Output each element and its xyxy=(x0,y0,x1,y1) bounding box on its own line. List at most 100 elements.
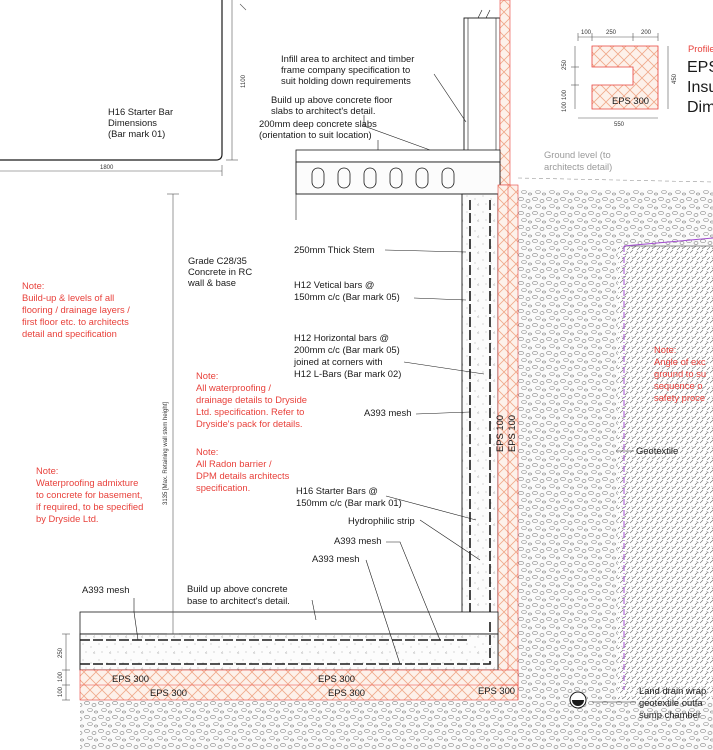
ground-level-label: Ground level (to architects detail) xyxy=(544,149,612,172)
svg-text:Note:: Note: xyxy=(196,370,218,381)
svg-text:(Bar mark 01): (Bar mark 01) xyxy=(108,128,165,139)
svg-text:Infill area to architect and t: Infill area to architect and timber xyxy=(281,53,414,64)
profile-dim-top-3: 200 xyxy=(641,30,652,36)
svg-text:H12 Horizontal bars @: H12 Horizontal bars @ xyxy=(294,332,389,343)
base-slab xyxy=(79,611,519,701)
svg-text:Ground level (to: Ground level (to xyxy=(544,149,611,160)
profile-dim-right: 450 xyxy=(672,73,678,84)
svg-text:if required, to be specified: if required, to be specified xyxy=(36,501,143,512)
svg-text:Note:: Note: xyxy=(654,344,676,355)
mesh-wall-label: A393 mesh xyxy=(364,407,411,418)
geotextile-label: Geotextile xyxy=(636,445,678,456)
svg-text:specification.: specification. xyxy=(196,482,250,493)
svg-text:150mm c/c (Bar mark 05): 150mm c/c (Bar mark 05) xyxy=(294,291,400,302)
note-admixture: Note: Waterproofing admixture to concret… xyxy=(36,465,143,524)
svg-text:sequence o: sequence o xyxy=(654,380,702,391)
svg-text:200mm deep concrete slabs: 200mm deep concrete slabs xyxy=(259,118,377,129)
svg-text:Note:: Note: xyxy=(22,280,44,291)
svg-text:wall & base: wall & base xyxy=(187,277,236,288)
svg-text:ground to su: ground to su xyxy=(654,368,706,379)
starter-bars-label: H16 Starter Bars @ 150mm c/c (Bar mark 0… xyxy=(296,485,402,508)
eps-base-2: EPS 300 xyxy=(318,673,355,684)
eps-base-1: EPS 300 xyxy=(112,673,149,684)
starter-dim-horizontal: 1800 xyxy=(100,165,114,171)
svg-text:geotextile outfa: geotextile outfa xyxy=(639,697,703,708)
svg-text:base to architect's detail.: base to architect's detail. xyxy=(187,595,290,606)
hydrophilic-label: Hydrophilic strip xyxy=(348,515,415,526)
svg-text:drainage details to Dryside: drainage details to Dryside xyxy=(196,394,307,405)
wall-height-dimension xyxy=(167,193,179,635)
profile-heading-2: Insu xyxy=(687,79,713,96)
svg-text:All waterproofing /: All waterproofing / xyxy=(196,382,271,393)
profile-dim-left-mid: 100 xyxy=(562,89,568,100)
stem-label: 250mm Thick Stem xyxy=(294,244,375,255)
base-dim-250: 250 xyxy=(58,647,64,658)
profile-dim-top-1: 100 xyxy=(581,30,592,36)
starter-dim-vertical: 1100 xyxy=(241,74,247,88)
svg-text:Angle of exc: Angle of exc xyxy=(654,356,706,367)
profile-eps-label: EPS 300 xyxy=(612,95,649,106)
retaining-wall-stem xyxy=(461,184,519,686)
svg-text:suit holding down requirements: suit holding down requirements xyxy=(281,75,411,86)
note-waterproofing: Note: All waterproofing / drainage detai… xyxy=(196,370,307,429)
land-drain-label: Land drain wrap geotextile outfa sump ch… xyxy=(639,685,706,720)
svg-text:Note:: Note: xyxy=(196,446,218,457)
svg-text:safety proce: safety proce xyxy=(654,392,705,403)
svg-text:H12 L-Bars (Bar mark 02): H12 L-Bars (Bar mark 02) xyxy=(294,368,401,379)
profile-dim-bottom: 550 xyxy=(614,122,625,128)
infill-label: Infill area to architect and timber fram… xyxy=(281,53,414,86)
profile-heading-1: EPS xyxy=(687,59,713,76)
svg-text:by Dryside Ltd.: by Dryside Ltd. xyxy=(36,513,99,524)
leader-lines xyxy=(133,73,636,703)
svg-text:Ltd. specification. Refer to: Ltd. specification. Refer to xyxy=(196,406,304,417)
vertical-bars-label: H12 Vetical bars @ 150mm c/c (Bar mark 0… xyxy=(294,279,400,302)
profile-detail xyxy=(571,33,669,119)
svg-text:DPM details architects: DPM details architects xyxy=(196,470,290,481)
svg-text:All Radon barrier /: All Radon barrier / xyxy=(196,458,272,469)
horizontal-bars-label: H12 Horizontal bars @ 200mm c/c (Bar mar… xyxy=(293,332,401,379)
svg-text:Concrete in RC: Concrete in RC xyxy=(188,266,252,277)
build-up-base-label: Build up above concrete base to architec… xyxy=(187,583,290,606)
timber-frame xyxy=(463,0,511,186)
eps-wall-label-2: EPS 100 xyxy=(506,415,517,452)
svg-text:architects detail): architects detail) xyxy=(544,161,612,172)
note-excavation: Note: Angle of exc ground to su sequence… xyxy=(654,344,706,403)
starter-bar-shape xyxy=(0,0,247,176)
base-dim-100-a: 100 xyxy=(58,671,64,682)
svg-text:Build up above concrete floor: Build up above concrete floor xyxy=(271,94,392,105)
mesh-left-label: A393 mesh xyxy=(82,584,129,595)
svg-text:Grade C28/35: Grade C28/35 xyxy=(188,255,247,266)
svg-text:(orientation to suit location): (orientation to suit location) xyxy=(259,129,372,140)
profile-dim-left-top: 250 xyxy=(562,59,568,70)
starter-bar-label: H16 Starter Bar Dimensions (Bar mark 01) xyxy=(108,106,173,139)
svg-text:sump chamber: sump chamber xyxy=(639,709,701,720)
svg-text:Build up above concrete: Build up above concrete xyxy=(187,583,288,594)
eps-base-4: EPS 300 xyxy=(328,687,365,698)
floor-slab xyxy=(295,149,501,220)
svg-text:Dimensions: Dimensions xyxy=(108,117,157,128)
svg-text:frame company specification to: frame company specification to xyxy=(281,64,410,75)
svg-text:first floor etc. to architects: first floor etc. to architects xyxy=(22,316,129,327)
svg-text:Dryside's pack for details.: Dryside's pack for details. xyxy=(196,418,303,429)
slabs-label: 200mm deep concrete slabs (orientation t… xyxy=(259,118,377,140)
svg-text:200mm c/c (Bar mark 05): 200mm c/c (Bar mark 05) xyxy=(294,344,400,355)
svg-text:H16 Starter Bar: H16 Starter Bar xyxy=(108,106,173,117)
profile-dim-top-2: 250 xyxy=(606,30,617,36)
svg-text:H16 Starter Bars @: H16 Starter Bars @ xyxy=(296,485,378,496)
svg-text:Build-up & levels of all: Build-up & levels of all xyxy=(22,292,114,303)
svg-text:flooring / drainage layers /: flooring / drainage layers / xyxy=(22,304,130,315)
svg-text:joined at corners with: joined at corners with xyxy=(293,356,383,367)
svg-text:slabs to architect's detail.: slabs to architect's detail. xyxy=(271,105,375,116)
svg-text:Land drain wrap: Land drain wrap xyxy=(639,685,706,696)
eps-base-5: EPS 300 xyxy=(478,685,515,696)
note-flooring: Note: Build-up & levels of all flooring … xyxy=(22,280,130,339)
concrete-label: Grade C28/35 Concrete in RC wall & base xyxy=(187,255,252,288)
ground-soil xyxy=(80,177,713,750)
svg-text:Waterproofing admixture: Waterproofing admixture xyxy=(36,477,138,488)
eps-wall-label-1: EPS 100 xyxy=(494,415,505,452)
mesh-base-label-1: A393 mesh xyxy=(334,535,381,546)
profile-title: Profile xyxy=(688,43,713,54)
base-dimension-lines xyxy=(62,633,70,701)
mesh-base-label-2: A393 mesh xyxy=(312,553,359,564)
